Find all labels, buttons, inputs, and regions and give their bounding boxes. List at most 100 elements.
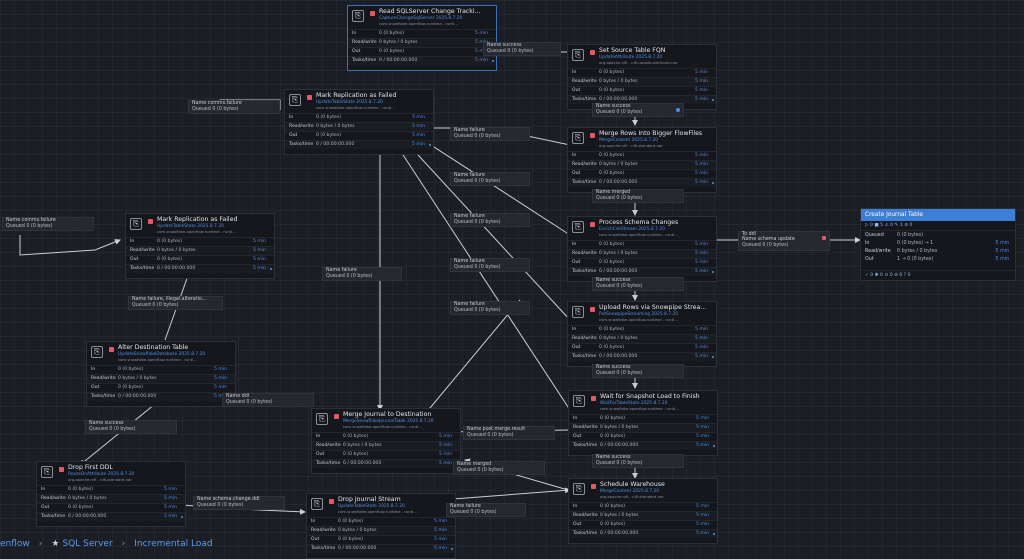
stat-value: 0 (0 bytes) (599, 153, 625, 158)
stat-value: 0 (0 bytes) (68, 505, 94, 510)
stat-label: Tasks/time (352, 58, 377, 63)
status-dot-icon (181, 516, 183, 518)
connection-label[interactable]: Name failure, illegal.alteratio...Queued… (128, 296, 223, 310)
connection-queued: Queued 0 (0 bytes) (450, 510, 497, 516)
pg-in-row: In 0 (0 bytes) → 1 5 min (861, 239, 1015, 247)
stopped-icon (370, 11, 375, 16)
connection-name: Name schema.change.ddl (197, 497, 260, 502)
process-group-title[interactable]: Create Journal Table (861, 209, 1015, 221)
processor-name[interactable]: Alter Destination Table (118, 344, 189, 351)
stat-label: In (572, 70, 577, 75)
connection-queued: Queued 0 (0 bytes) (596, 110, 643, 116)
processor-name[interactable]: Set Source Table FQN (599, 47, 666, 54)
stat-value: 0 (0 bytes) (338, 519, 364, 524)
processor-name[interactable]: Drop Journal Stream (338, 496, 401, 503)
processor-name[interactable]: Merge Journal to Destination (343, 411, 432, 418)
processor-bundle: org.apache.nifi - nifi-update-attribute-… (599, 60, 678, 65)
processor-name[interactable]: Wait for Snapshot Load to Finish (600, 393, 700, 400)
stat-label: Out (316, 452, 325, 457)
connection-queued: Queued 0 (0 bytes) (326, 274, 373, 280)
stat-value: 0 (0 bytes) (343, 434, 369, 439)
pg-queued-row: Queued 0 (0 bytes) (861, 231, 1015, 239)
breadcrumb-item-sql-server[interactable]: SQL Server (62, 539, 113, 549)
connection-queued: Queued 0 (0 bytes) (596, 371, 643, 377)
connection-queued: Queued 0 (0 bytes) (454, 220, 501, 226)
stat-window: 5 min (213, 385, 227, 390)
stat-window: 5 min (433, 528, 447, 533)
processor-name[interactable]: Process Schema Changes (599, 219, 679, 226)
processor-icon: ⎘ (352, 10, 364, 22)
pg-out-value: 1 → 0 (0 bytes) (897, 257, 934, 262)
stat-value: 0 (0 bytes) (599, 327, 625, 332)
stat-value: 0 (0 bytes) (599, 260, 625, 265)
stat-window: 5 min (474, 31, 488, 36)
stat-value: 0 bytes / 0 bytes (599, 79, 638, 84)
processor-upload-rows[interactable]: ⎘Upload Rows via Snowpipe Strea...PutSno… (567, 301, 717, 367)
stat-value: 0 (0 bytes) (68, 487, 94, 492)
stat-label: In (572, 153, 577, 158)
processor-name[interactable]: Merge Rows Into Bigger FlowFiles (599, 130, 703, 137)
pg-rw-row: Read/write 0 bytes / 0 bytes 5 min (861, 247, 1015, 255)
stat-label: In (573, 504, 578, 509)
stat-window: 5 min (411, 115, 425, 120)
stopped-icon (307, 95, 312, 100)
processor-name[interactable]: Drop First DDL (68, 464, 113, 471)
processor-name[interactable]: Mark Replication as Failed (157, 216, 238, 223)
processor-type: UpdateSnowflakeDatabase 2025.8.7.20 (118, 352, 206, 357)
breadcrumb-item-incremental-load[interactable]: Incremental Load (134, 539, 213, 549)
stat-value: 0 / 00:00:00.000 (316, 142, 355, 147)
stopped-icon (590, 222, 595, 227)
processor-read-ct[interactable]: ⎘Read SQLServer Change Tracki...CaptureC… (347, 5, 497, 71)
processor-bundle: org.apache.nifi - nifi-standard-nar (68, 477, 132, 482)
processor-name[interactable]: Mark Replication as Failed (316, 92, 397, 99)
processor-name[interactable]: Read SQLServer Change Tracki... (379, 8, 481, 15)
processor-name[interactable]: Schedule Warehouse (600, 481, 665, 488)
processor-name[interactable]: Upload Rows via Snowpipe Strea... (599, 304, 707, 311)
breadcrumb-item-openflow[interactable]: enflow (0, 539, 30, 549)
status-dot-icon (712, 271, 714, 273)
stat-window: 5 min (695, 522, 709, 527)
process-group-create-journal-table[interactable]: Create Journal Table ▷ 0 ■ 5 ⚠ 0 ✎ 1 ⊘ 0… (860, 208, 1016, 281)
